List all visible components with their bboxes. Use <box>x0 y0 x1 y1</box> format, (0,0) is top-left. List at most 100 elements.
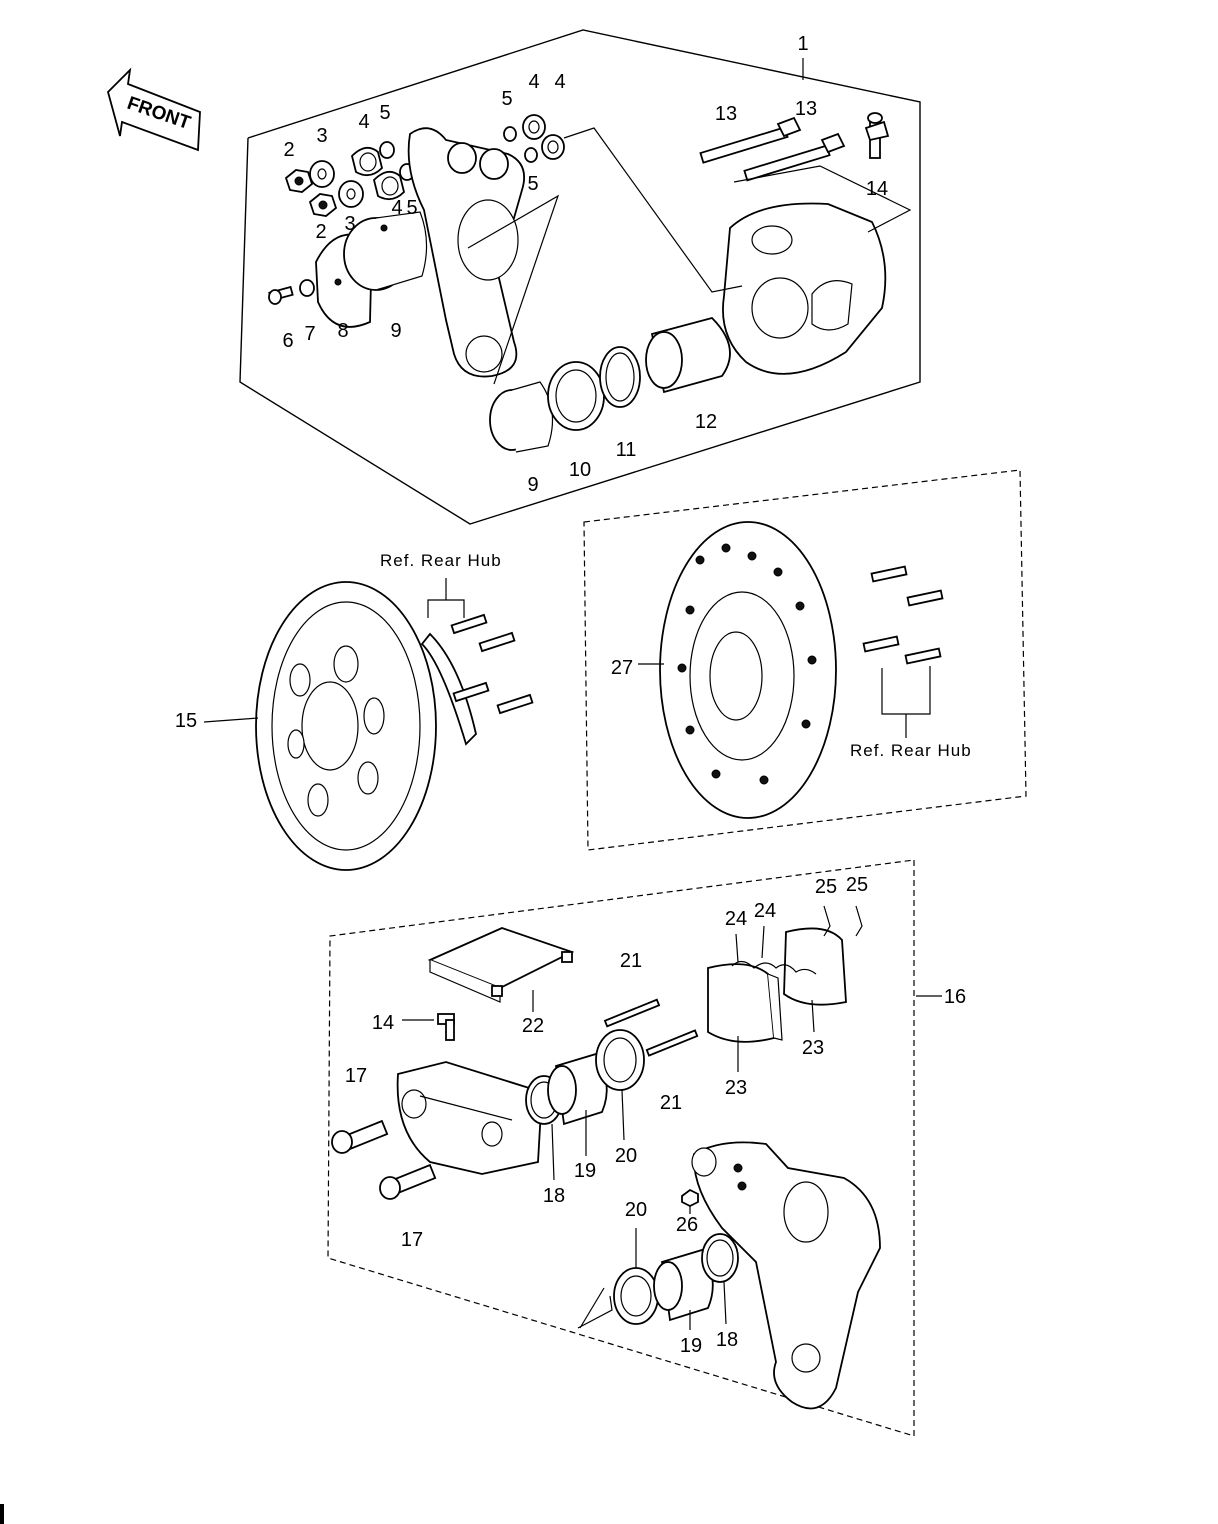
callout-27: 27 <box>611 657 633 679</box>
bolt-17-b <box>379 1163 437 1200</box>
callout-7: 7 <box>304 323 315 345</box>
callout-1: 1 <box>797 33 808 55</box>
disc-27-frame <box>583 469 1027 851</box>
pin-21-b <box>645 1029 699 1057</box>
pin-clip-25 <box>823 905 863 937</box>
cap-9-lower <box>489 381 554 453</box>
callout-3: 3 <box>316 125 327 147</box>
bolt-13-b <box>743 132 846 182</box>
callout-2: 2 <box>283 139 294 161</box>
callout-4: 4 <box>528 71 539 93</box>
bushing-4-b <box>373 170 405 201</box>
callout-20: 20 <box>615 1145 637 1167</box>
callout-5: 5 <box>527 173 538 195</box>
callout-10: 10 <box>569 459 591 481</box>
callout-3: 3 <box>344 213 355 235</box>
callout-11: 11 <box>616 439 637 461</box>
piston-19-upper <box>547 1052 608 1126</box>
bleeder-14-lower <box>402 1013 455 1041</box>
callout-5: 5 <box>379 102 390 124</box>
caliper-bracket-lower <box>691 1141 881 1410</box>
callout-20: 20 <box>625 1199 647 1221</box>
oring-5-c <box>503 126 517 142</box>
front-arrow: FRONT <box>106 67 201 152</box>
callout-23: 23 <box>725 1077 747 1099</box>
callout-4: 4 <box>391 197 402 219</box>
callout-21: 21 <box>660 1092 682 1114</box>
anti-rattle-spring-24 <box>731 925 817 975</box>
caliper-bracket-upper <box>407 127 526 378</box>
callout-25: 25 <box>846 874 868 896</box>
nut-2-upper <box>284 169 314 193</box>
ring-18-lower <box>701 1233 739 1283</box>
callout-17: 17 <box>401 1229 423 1251</box>
callout-12: 12 <box>695 411 717 433</box>
callout-24: 24 <box>725 908 747 930</box>
nut-2-lower <box>308 193 338 217</box>
callout-23: 23 <box>802 1037 824 1059</box>
seal-20-upper <box>595 1029 645 1091</box>
callout-6: 6 <box>282 330 293 352</box>
assembly-1-frame <box>239 29 921 525</box>
corner-mark <box>0 1504 4 1524</box>
assembly-16-frame <box>327 859 942 1437</box>
callout-14: 14 <box>866 178 888 200</box>
callout-5: 5 <box>406 197 417 219</box>
bushing-4-a <box>351 146 383 177</box>
callout-5: 5 <box>501 88 512 110</box>
callout-25: 25 <box>815 876 837 898</box>
bleeder-14-upper <box>864 112 890 159</box>
cap-9-upper <box>343 211 428 291</box>
pin-21-a <box>603 998 661 1028</box>
caliper-body-lower <box>396 1061 543 1175</box>
callout-13: 13 <box>715 103 737 125</box>
bolt-13-a <box>699 116 802 164</box>
callout-24: 24 <box>754 900 776 922</box>
assembly-16-leaders <box>551 999 815 1330</box>
callout-14: 14 <box>372 1012 394 1034</box>
seal-10 <box>547 361 605 431</box>
washer-3-upper <box>309 160 335 188</box>
brake-pad-23-rear <box>783 927 847 1006</box>
ref-rear-hub-label-right: Ref. Rear Hub <box>850 741 972 760</box>
assembly-1-leaders <box>467 127 912 385</box>
ref-rear-hub-right-group: Ref. Rear Hub <box>850 565 972 760</box>
callout-9: 9 <box>527 474 538 496</box>
pad-spring-22 <box>427 927 575 1012</box>
callout-19: 19 <box>680 1335 702 1357</box>
bushing-4-c <box>522 114 546 140</box>
brake-disc-15 <box>203 581 437 871</box>
washer-3-lower <box>338 180 364 208</box>
oring-5-a <box>379 141 395 159</box>
callout-17: 17 <box>345 1065 367 1087</box>
callout-8: 8 <box>337 320 348 342</box>
callout-2: 2 <box>315 221 326 243</box>
callout-22: 22 <box>522 1015 544 1037</box>
bolt-17-a <box>331 1119 389 1154</box>
ref-rear-hub-label-left: Ref. Rear Hub <box>380 551 502 570</box>
callout-9: 9 <box>390 320 401 342</box>
callout-4: 4 <box>554 71 565 93</box>
callout-26: 26 <box>676 1214 698 1236</box>
bushing-4-d <box>541 134 565 160</box>
callout-16: 16 <box>944 986 966 1008</box>
caliper-body-upper <box>722 202 887 375</box>
piston-19-lower <box>653 1248 714 1322</box>
brake-pad-23-front <box>707 963 783 1043</box>
callout-19: 19 <box>574 1160 596 1182</box>
callout-13: 13 <box>795 98 817 120</box>
oring-5-d <box>524 147 538 163</box>
ref-rear-hub-left-group: Ref. Rear Hub <box>380 551 534 746</box>
bolt-6 <box>268 285 294 305</box>
brake-disc-27 <box>638 521 837 819</box>
nut-26 <box>681 1188 699 1214</box>
ring-11 <box>599 346 641 408</box>
seal-20-lower <box>613 1267 659 1325</box>
callout-15: 15 <box>175 710 197 732</box>
callout-4: 4 <box>358 111 369 133</box>
callout-18: 18 <box>543 1185 565 1207</box>
callout-18: 18 <box>716 1329 738 1351</box>
washer-7 <box>299 279 315 297</box>
